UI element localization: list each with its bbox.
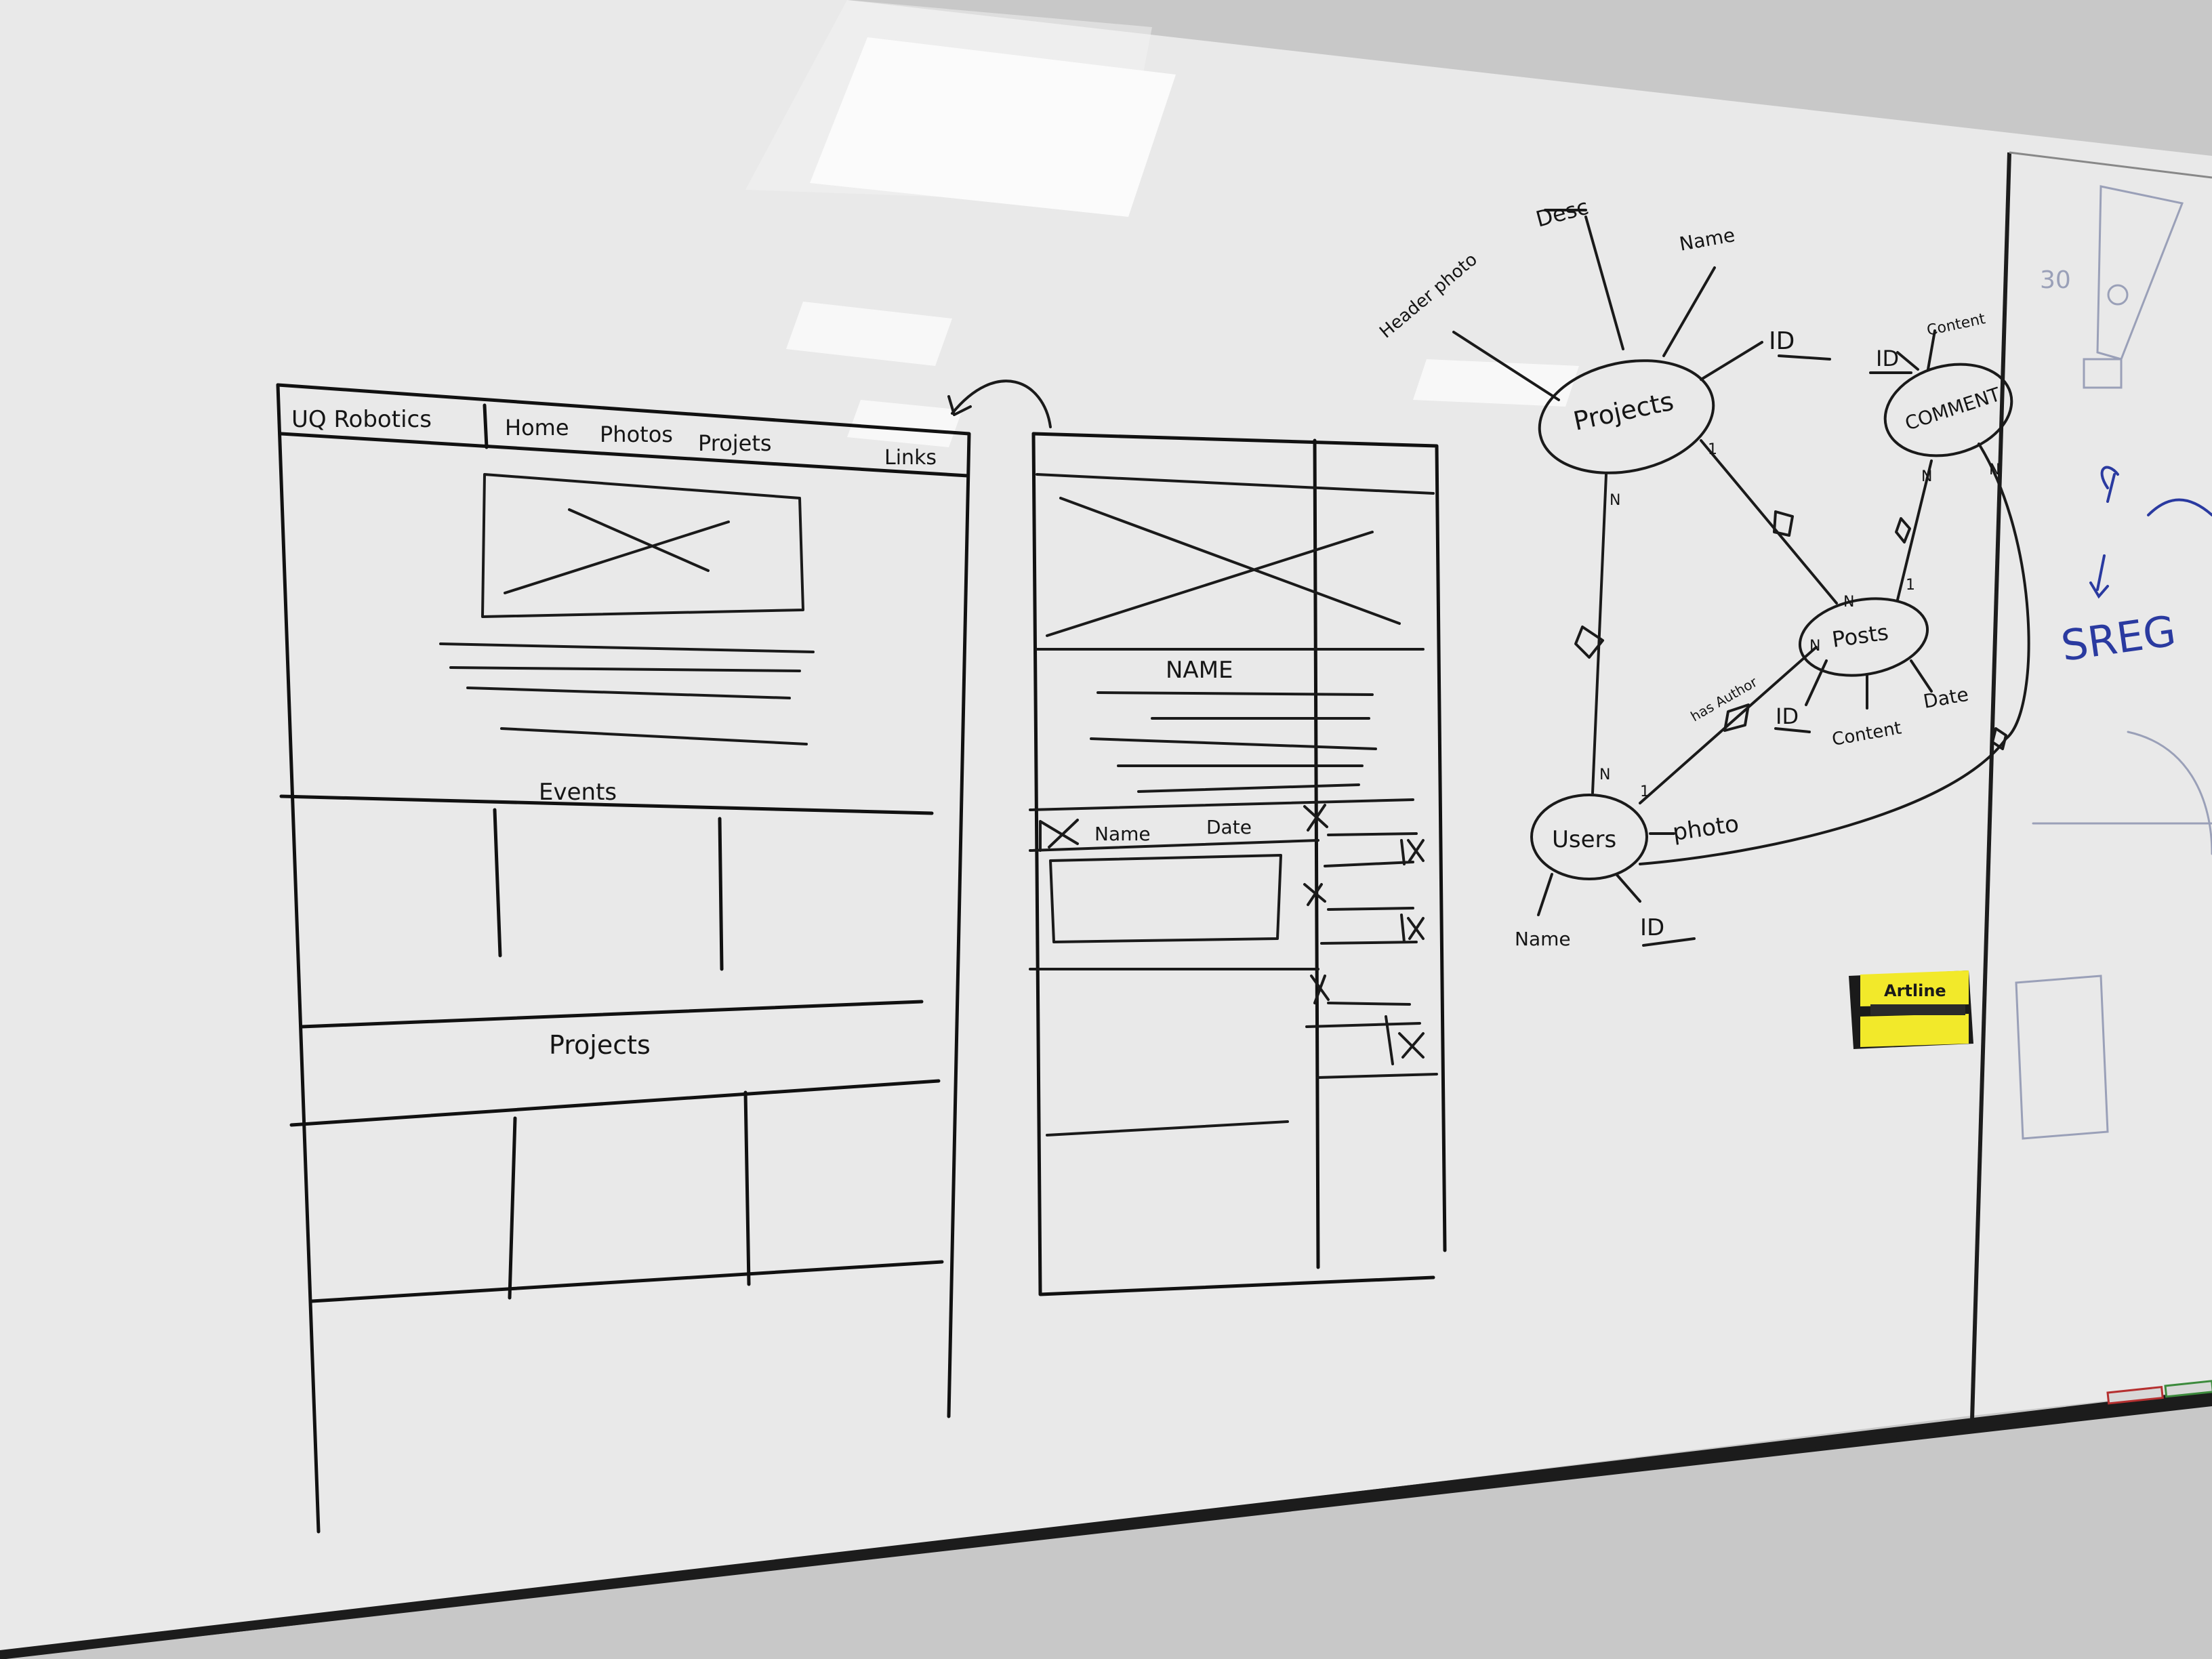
transition-arrowhead — [947, 395, 972, 416]
transition-arrow — [951, 380, 1052, 428]
entity-comment — [1883, 363, 2013, 457]
light-reflection-small-2 — [847, 400, 962, 447]
board-divider — [1970, 152, 2011, 1420]
right-board-sketches — [2015, 185, 2212, 1140]
er-diagram — [1452, 209, 2030, 947]
marker-green[interactable] — [2164, 1380, 2212, 1398]
ceiling-light-reflection — [810, 37, 1176, 217]
card-projects-users-n: N — [1610, 492, 1620, 509]
attr-name-users: Name — [1515, 928, 1571, 950]
light-reflection-small — [786, 302, 952, 366]
detail-wireframe — [1029, 432, 1447, 1296]
light-reflection-right — [1413, 359, 1579, 407]
card-users-1: 1 — [1640, 783, 1650, 800]
card-comment-users-n: N — [1989, 462, 2000, 478]
events-heading: Events — [539, 779, 617, 806]
whiteboard-eraser[interactable] — [1849, 970, 1973, 1049]
entity-posts — [1798, 597, 1929, 677]
nav-links: Links — [884, 446, 937, 470]
entity-users — [1530, 794, 1648, 880]
table-header-name: Name — [1094, 823, 1151, 845]
brand-label: UQ Robotics — [291, 406, 432, 433]
right-board-number: 30 — [2040, 266, 2071, 294]
nav-photos: Photos — [600, 422, 673, 447]
entity-users-label: Users — [1552, 826, 1616, 853]
card-users-n: N — [1599, 766, 1610, 783]
attr-id-users: ID — [1640, 914, 1664, 941]
eraser-brand: Artline — [1884, 981, 1946, 1000]
table-header-date: Date — [1206, 816, 1252, 838]
card-posts-n: N — [1843, 594, 1854, 611]
attr-id-comment: ID — [1876, 346, 1899, 371]
board-tray — [0, 1391, 2212, 1659]
attr-id-posts: ID — [1776, 703, 1799, 729]
card-posts-author-n: N — [1809, 638, 1820, 655]
detail-name-label: NAME — [1166, 657, 1233, 684]
marker-red[interactable] — [2106, 1385, 2164, 1405]
card-comment-n: N — [1921, 468, 1932, 485]
card-posts-comment-1: 1 — [1906, 577, 1915, 594]
nav-projects: Projets — [698, 430, 772, 456]
projects-heading: Projects — [549, 1030, 651, 1060]
attr-id-projects: ID — [1769, 327, 1795, 355]
card-projects-posts-1: 1 — [1708, 441, 1717, 458]
entity-projects — [1538, 359, 1715, 474]
board-top-edge — [2009, 151, 2212, 179]
home-wireframe — [276, 383, 971, 1534]
nav-home: Home — [505, 415, 569, 441]
